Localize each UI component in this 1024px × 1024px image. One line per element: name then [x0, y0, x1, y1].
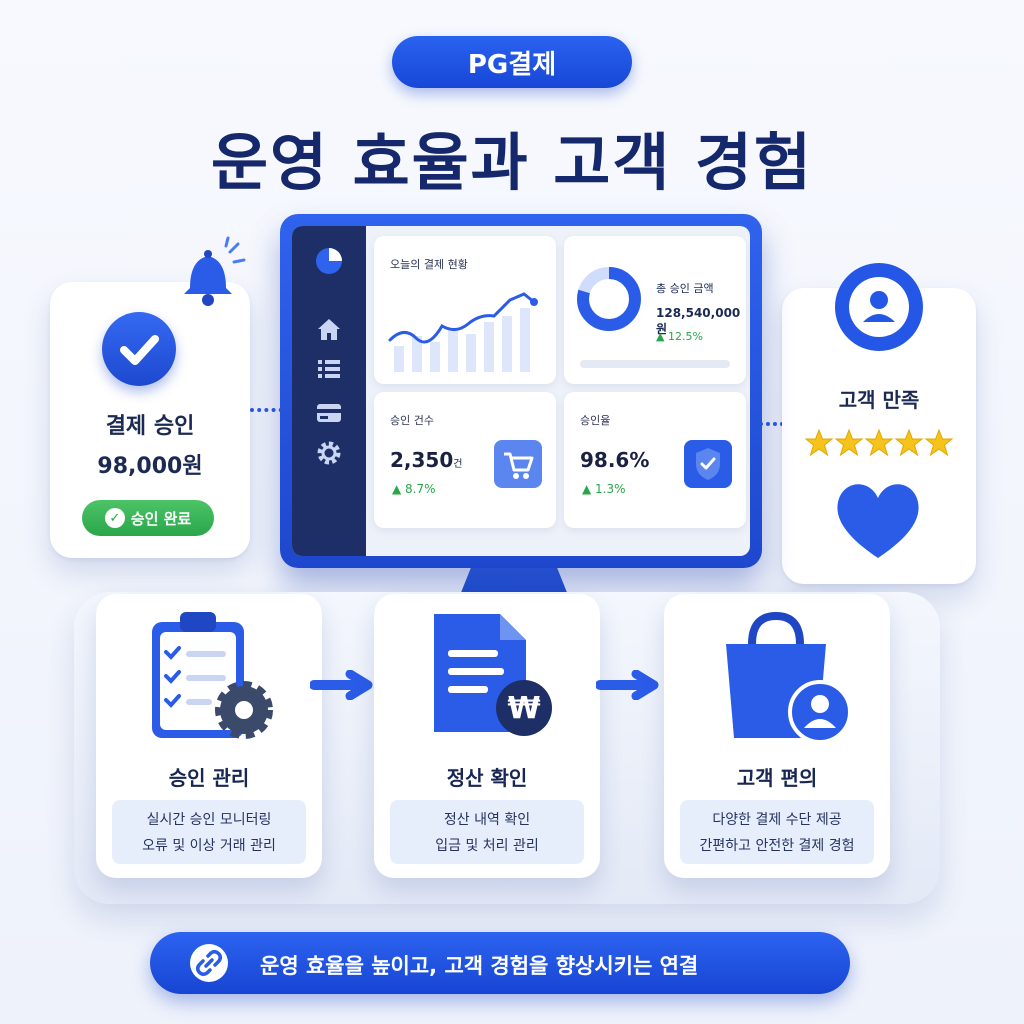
- step-description: 실시간 승인 모니터링 오류 및 이상 거래 관리: [112, 800, 306, 864]
- step-settlement-check: ₩ 정산 확인 정산 내역 확인 입금 및 처리 관리: [374, 594, 600, 878]
- count-label: 승인 건수: [390, 414, 434, 427]
- total-progress-bar: [580, 360, 730, 368]
- list-icon[interactable]: [314, 354, 344, 384]
- connector-right: [752, 422, 784, 426]
- star-icon: [804, 428, 834, 457]
- shopping-bag-user-icon: [726, 611, 852, 744]
- dashboard-sidebar: [292, 226, 366, 556]
- dashboard-monitor: 오늘의 결제 현황 총 승인 금액 128,540,000원 ▲ 12.5%: [280, 214, 762, 568]
- header-badge: PG결제: [392, 36, 632, 88]
- svg-text:₩: ₩: [507, 691, 540, 726]
- step-desc-line: 정산 내역 확인: [443, 812, 531, 828]
- step-desc-line: 오류 및 이상 거래 관리: [142, 838, 276, 854]
- user-avatar-icon: [835, 263, 923, 351]
- step-title: 승인 관리: [168, 766, 250, 790]
- approval-title: 결제 승인: [105, 414, 195, 439]
- bottom-banner: 운영 효율을 높이고, 고객 경험을 향상시키는 연결: [150, 932, 850, 994]
- total-value: 128,540,000원: [656, 306, 741, 336]
- arrow-right-icon: [596, 670, 659, 700]
- step-description: 정산 내역 확인 입금 및 처리 관리: [390, 800, 584, 864]
- rate-change: ▲ 1.3%: [582, 482, 626, 496]
- banner-text: 운영 효율을 높이고, 고객 경험을 향상시키는 연결: [260, 954, 699, 978]
- cart-icon: [494, 440, 542, 488]
- step-desc-line: 다양한 결제 수단 제공: [712, 812, 842, 828]
- today-payment-panel: 오늘의 결제 현황: [374, 236, 556, 384]
- star-icon: [894, 428, 924, 457]
- pie-chart-icon[interactable]: [314, 246, 344, 276]
- rating-stars: [804, 428, 954, 457]
- count-change: ▲ 8.7%: [392, 482, 436, 496]
- check-icon: [102, 312, 176, 386]
- approval-amount: 98,000원: [97, 454, 203, 479]
- approval-status-badge: ✓ 승인 완료: [82, 500, 214, 536]
- customer-satisfaction-card: 고객 만족: [782, 288, 976, 584]
- star-icon: [924, 428, 954, 457]
- clipboard-gear-icon: [152, 612, 273, 739]
- card-icon[interactable]: [314, 398, 344, 428]
- total-label: 총 승인 금액: [656, 282, 714, 295]
- dashboard-screen: 오늘의 결제 현황 총 승인 금액 128,540,000원 ▲ 12.5%: [292, 226, 750, 556]
- step-customer-convenience: 고객 편의 다양한 결제 수단 제공 간편하고 안전한 결제 경험: [664, 594, 890, 878]
- approval-count-panel: 승인 건수 2,350건 ▲ 8.7%: [374, 392, 556, 528]
- gear-icon[interactable]: [314, 438, 344, 468]
- step-title: 고객 편의: [736, 766, 818, 790]
- link-icon: [190, 944, 228, 982]
- star-icon: [864, 428, 894, 457]
- bell-icon: [184, 236, 246, 306]
- count-unit: 건: [453, 459, 463, 470]
- approval-status-label: 승인 완료: [130, 509, 192, 528]
- heart-icon: [837, 484, 919, 558]
- step-desc-line: 입금 및 처리 관리: [435, 838, 539, 854]
- count-value: 2,350: [390, 448, 454, 472]
- trend-chart: [388, 292, 538, 372]
- step-approval-management: 승인 관리 실시간 승인 모니터링 오류 및 이상 거래 관리: [96, 594, 322, 878]
- shield-icon: [684, 440, 732, 488]
- step-title: 정산 확인: [446, 766, 528, 790]
- page-title: 운영 효율과 고객 경험: [210, 126, 814, 199]
- star-icon: [834, 428, 864, 457]
- home-icon[interactable]: [314, 314, 344, 344]
- step-description: 다양한 결제 수단 제공 간편하고 안전한 결제 경험: [680, 800, 874, 864]
- total-approval-panel: 총 승인 금액 128,540,000원 ▲ 12.5%: [564, 236, 746, 384]
- approval-rate-panel: 승인율 98.6% ▲ 1.3%: [564, 392, 746, 528]
- today-payment-title: 오늘의 결제 현황: [390, 258, 468, 271]
- step-desc-line: 간편하고 안전한 결제 경험: [699, 838, 855, 854]
- total-change: ▲ 12.5%: [656, 330, 703, 343]
- donut-chart: [577, 267, 641, 331]
- check-small-icon: ✓: [104, 508, 125, 528]
- document-won-icon: ₩: [434, 614, 552, 736]
- connector-left: [250, 408, 290, 412]
- rate-label: 승인율: [580, 414, 611, 427]
- rate-value: 98.6%: [580, 448, 650, 472]
- arrow-right-icon: [310, 670, 373, 700]
- payment-approval-card: 결제 승인 98,000원 ✓ 승인 완료: [50, 282, 250, 558]
- step-desc-line: 실시간 승인 모니터링: [146, 812, 272, 828]
- satisfaction-title: 고객 만족: [838, 388, 920, 412]
